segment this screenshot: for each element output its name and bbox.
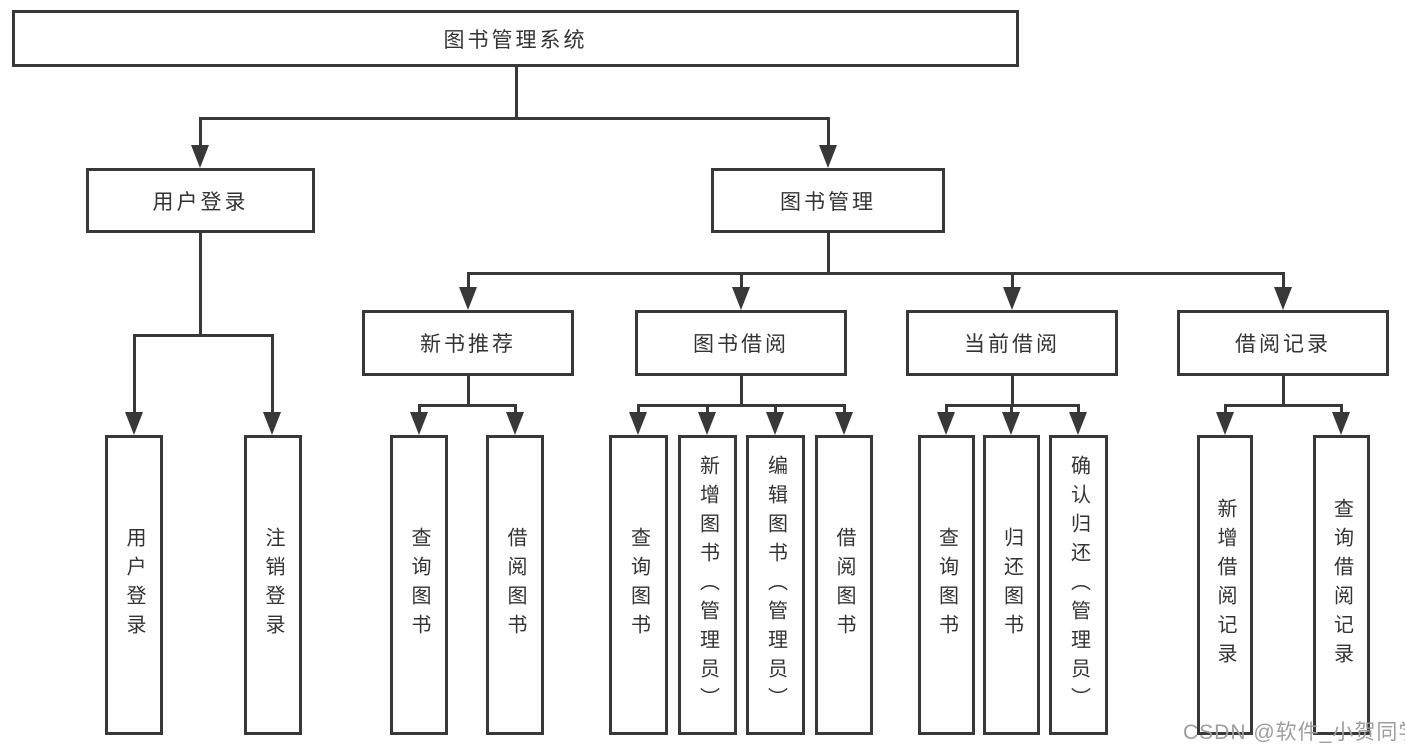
edge-rail-level2 — [198, 117, 830, 120]
leaf-borrow-books-recommend: 借阅图书 — [486, 435, 544, 735]
node-book-management-label: 图书管理 — [780, 190, 876, 214]
leaf-query-books-current: 查询图书 — [918, 435, 975, 735]
leaf-query-books-recommend: 查询图书 — [390, 435, 448, 735]
arrow-down-icon — [263, 412, 281, 435]
arrow-down-icon — [1274, 287, 1292, 310]
arrow-down-icon — [835, 412, 853, 435]
leaf-return-books-label: 归还图书 — [1000, 527, 1023, 643]
edge-book-management-stem — [826, 233, 830, 275]
csdn-watermark: CSDN @软件_小贺同学 — [1183, 721, 1405, 744]
arrow-down-icon — [191, 145, 209, 168]
node-new-book-recommend: 新书推荐 — [362, 310, 574, 376]
leaf-add-books-admin: 新增图书（管理员） — [678, 435, 737, 735]
node-user-login: 用户登录 — [86, 168, 315, 233]
leaf-query-books-borrow-label: 查询图书 — [627, 527, 650, 643]
leaf-logout-label: 注销登录 — [262, 527, 284, 643]
arrow-down-icon — [698, 412, 716, 435]
edge-rail-user-login — [132, 334, 274, 337]
node-user-login-label: 用户登录 — [152, 190, 249, 214]
leaf-return-books: 归还图书 — [983, 435, 1040, 735]
arrow-down-icon — [459, 287, 477, 310]
node-new-book-recommend-label: 新书推荐 — [420, 333, 516, 356]
arrow-down-icon — [819, 145, 837, 168]
node-borrowing-records: 借阅记录 — [1177, 310, 1389, 376]
arrow-down-icon — [766, 412, 784, 435]
leaf-borrow-books-borrow-label: 借阅图书 — [833, 527, 855, 643]
node-root-label: 图书管理系统 — [443, 28, 588, 52]
arrow-down-icon — [410, 412, 428, 435]
edge-drop — [739, 272, 743, 295]
leaf-add-borrow-record-label: 新增借阅记录 — [1214, 498, 1236, 672]
edge-drop — [198, 117, 202, 153]
arrow-down-icon — [506, 412, 524, 435]
edge-root-stem — [514, 67, 518, 120]
edge-drop — [1281, 272, 1285, 295]
edge-rail-borrowing — [636, 404, 846, 407]
leaf-query-borrow-record-label: 查询借阅记录 — [1330, 498, 1353, 672]
leaf-confirm-return-admin-label: 确认归还（管理员） — [1067, 454, 1090, 716]
leaf-user-login-label: 用户登录 — [123, 527, 145, 643]
node-book-borrowing: 图书借阅 — [635, 310, 847, 376]
leaf-edit-books-admin: 编辑图书（管理员） — [746, 435, 805, 735]
edge-rail-level3 — [466, 272, 1285, 275]
arrow-down-icon — [1216, 412, 1234, 435]
arrow-down-icon — [732, 287, 750, 310]
edge-drop — [270, 334, 274, 420]
leaf-confirm-return-admin: 确认归还（管理员） — [1049, 435, 1108, 735]
edge-records-stem — [1281, 376, 1285, 407]
node-current-borrowing: 当前借阅 — [906, 310, 1118, 376]
arrow-down-icon — [1069, 412, 1087, 435]
leaf-add-borrow-record: 新增借阅记录 — [1197, 435, 1253, 735]
node-current-borrowing-label: 当前借阅 — [964, 333, 1060, 356]
leaf-add-books-admin-label: 新增图书（管理员） — [696, 454, 719, 716]
leaf-query-borrow-record: 查询借阅记录 — [1313, 435, 1370, 735]
arrow-down-icon — [1003, 287, 1021, 310]
leaf-borrow-books-borrow: 借阅图书 — [815, 435, 873, 735]
edge-current-stem — [1010, 376, 1014, 407]
edge-drop — [466, 272, 470, 295]
arrow-down-icon — [629, 412, 647, 435]
leaf-borrow-books-recommend-label: 借阅图书 — [504, 527, 526, 643]
edge-borrowing-stem — [739, 376, 743, 407]
edge-drop — [1010, 272, 1014, 295]
leaf-query-books-current-label: 查询图书 — [935, 527, 958, 643]
node-book-borrowing-label: 图书借阅 — [693, 333, 789, 356]
leaf-logout: 注销登录 — [244, 435, 302, 735]
leaf-user-login: 用户登录 — [105, 435, 163, 735]
node-borrowing-records-label: 借阅记录 — [1235, 333, 1331, 356]
leaf-query-books-borrow: 查询图书 — [609, 435, 668, 735]
edge-rail-recommend — [417, 404, 517, 407]
node-book-management: 图书管理 — [711, 168, 945, 233]
arrow-down-icon — [1332, 412, 1350, 435]
edge-user-login-stem — [198, 233, 202, 336]
edge-rail-records — [1223, 404, 1343, 407]
edge-drop — [132, 334, 136, 420]
leaf-query-books-recommend-label: 查询图书 — [408, 527, 430, 643]
edge-drop — [826, 117, 830, 153]
node-root: 图书管理系统 — [12, 10, 1019, 67]
edge-recommend-stem — [466, 376, 470, 407]
arrow-down-icon — [937, 412, 955, 435]
leaf-edit-books-admin-label: 编辑图书（管理员） — [764, 454, 787, 716]
arrow-down-icon — [125, 412, 143, 435]
arrow-down-icon — [1002, 412, 1020, 435]
